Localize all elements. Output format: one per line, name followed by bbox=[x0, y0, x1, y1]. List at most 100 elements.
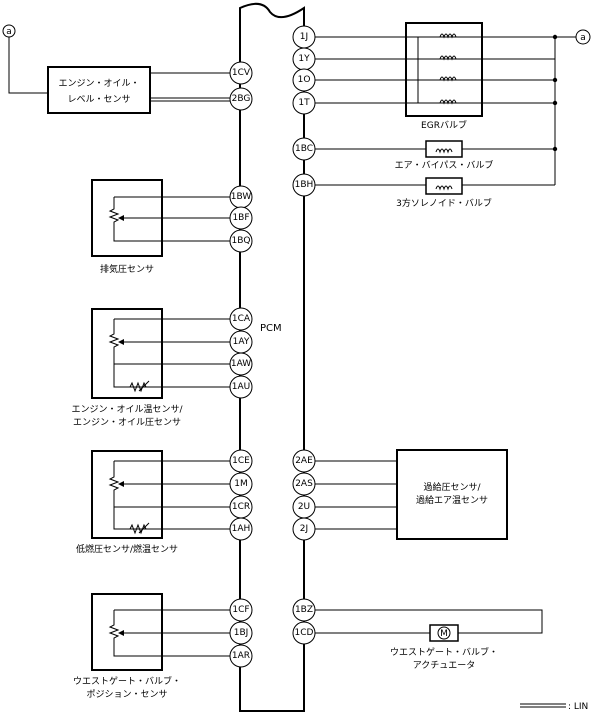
pin-1T: 1T bbox=[292, 91, 316, 115]
air-bypass-valve-box bbox=[425, 140, 463, 158]
egr-coil-1 bbox=[439, 33, 457, 39]
air-bypass-coil bbox=[435, 148, 453, 154]
thermistor-2 bbox=[129, 523, 147, 535]
low-fuel-pressure-sensor: 低燃圧センサ/燃温センサ bbox=[76, 450, 230, 555]
svg-text:1AR: 1AR bbox=[232, 651, 250, 661]
wastegate-position-sensor-label-1: ウエストゲート・バルブ・ bbox=[73, 675, 181, 687]
ref-mark-a-left-text: a bbox=[6, 27, 12, 37]
svg-text:1BH: 1BH bbox=[295, 180, 314, 190]
pin-1AY: 1AY bbox=[229, 330, 253, 354]
pin-1BW: 1BW bbox=[229, 185, 253, 209]
potentiometer-1 bbox=[108, 197, 230, 242]
oil-level-sensor-box bbox=[47, 66, 151, 114]
pin-2U: 2U bbox=[292, 495, 316, 519]
pin-1M: 1M bbox=[229, 472, 253, 496]
thermistor-arrow-2 bbox=[138, 522, 150, 534]
svg-text:1AW: 1AW bbox=[231, 359, 251, 369]
pin-2AE: 2AE bbox=[292, 449, 316, 473]
oil-temp-pressure-sensor-box bbox=[91, 308, 163, 399]
pin-2AS: 2AS bbox=[292, 472, 316, 496]
pin-2J: 2J bbox=[292, 517, 316, 541]
svg-text:1BZ: 1BZ bbox=[295, 605, 313, 615]
pin-1CA: 1CA bbox=[229, 307, 253, 331]
pin-1AU: 1AU bbox=[229, 375, 253, 399]
wire-1BZ bbox=[314, 609, 543, 634]
motor-icon-text: M bbox=[440, 629, 448, 639]
power-bus: a bbox=[552, 29, 591, 185]
thermistor-arrow-1 bbox=[138, 380, 150, 392]
pin-1AW: 1AW bbox=[229, 352, 253, 376]
pin-1BQ: 1BQ bbox=[229, 229, 253, 253]
wire-1AU bbox=[113, 364, 230, 388]
svg-text:1O: 1O bbox=[298, 75, 311, 85]
svg-text:1J: 1J bbox=[300, 32, 308, 42]
egr-coil-3 bbox=[439, 76, 457, 82]
wastegate-actuator-label-1: ウエストゲート・バルブ・ bbox=[390, 646, 498, 658]
legend-lin-text: : LIN bbox=[568, 702, 588, 712]
three-way-solenoid-coil bbox=[435, 185, 453, 191]
wiper-arrow-1 bbox=[118, 215, 124, 221]
left-pins: 1CV 2BG 1BW 1BF 1BQ 1CA 1AY 1AW 1AU 1CE … bbox=[229, 61, 253, 668]
wastegate-position-sensor-box bbox=[91, 593, 163, 671]
svg-text:2J: 2J bbox=[300, 524, 308, 534]
svg-text:1AY: 1AY bbox=[233, 337, 250, 347]
pin-1BJ: 1BJ bbox=[229, 621, 253, 645]
potentiometer-2 bbox=[108, 319, 230, 365]
ref-mark-a-right bbox=[575, 29, 591, 45]
pin-1Y: 1Y bbox=[292, 47, 316, 71]
boost-sensor: 過給圧センサ/ 過給エア温センサ bbox=[314, 449, 508, 540]
oil-level-sensor-label-1: エンジン・オイル・ bbox=[58, 78, 139, 89]
svg-text:1AU: 1AU bbox=[232, 382, 250, 392]
pin-1AR: 1AR bbox=[229, 644, 253, 668]
wiper-arrow-4 bbox=[118, 630, 124, 636]
oil-temp-pressure-sensor-label-2: エンジン・オイル圧センサ bbox=[73, 417, 181, 428]
pin-2BG: 2BG bbox=[229, 87, 253, 111]
wastegate-position-sensor: ウエストゲート・バルブ・ ポジション・センサ bbox=[73, 593, 230, 700]
three-way-solenoid: 3方ソレノイド・バルブ bbox=[314, 177, 555, 209]
air-bypass-valve-label: エア・バイパス・バルブ bbox=[395, 159, 494, 171]
svg-text:1T: 1T bbox=[298, 98, 310, 108]
low-fuel-pressure-sensor-box bbox=[91, 450, 163, 539]
boost-sensor-label-2: 過給エア温センサ bbox=[416, 494, 488, 506]
egr-valve: EGRバルブ bbox=[314, 22, 555, 131]
pin-1CF: 1CF bbox=[229, 598, 253, 622]
svg-text:1BQ: 1BQ bbox=[232, 236, 251, 246]
svg-text:1CF: 1CF bbox=[232, 605, 249, 615]
svg-text:1BF: 1BF bbox=[232, 213, 249, 223]
pin-1CE: 1CE bbox=[229, 449, 253, 473]
thermistor-1 bbox=[129, 381, 147, 393]
svg-text:1Y: 1Y bbox=[298, 54, 310, 64]
svg-text:1BC: 1BC bbox=[295, 144, 313, 154]
right-pins: 1J 1Y 1O 1T 1BC 1BH 2AE 2AS 2U 2J 1BZ 1C… bbox=[292, 25, 316, 645]
wastegate-position-sensor-label-2: ポジション・センサ bbox=[86, 689, 167, 700]
wire-1AH bbox=[113, 507, 230, 530]
egr-coil-4 bbox=[439, 99, 457, 105]
pcm-body-outline bbox=[239, 2, 305, 712]
egr-coil-2 bbox=[439, 55, 457, 61]
junction-2 bbox=[552, 77, 558, 83]
oil-temp-pressure-sensor-label-1: エンジン・オイル温センサ/ bbox=[71, 404, 183, 415]
legend-lin: : LIN bbox=[520, 702, 588, 712]
svg-text:1CD: 1CD bbox=[295, 628, 314, 638]
pin-1AH: 1AH bbox=[229, 517, 253, 541]
svg-text:2AE: 2AE bbox=[295, 456, 313, 466]
pin-1CD: 1CD bbox=[292, 621, 316, 645]
oil-temp-pressure-sensor: エンジン・オイル温センサ/ エンジン・オイル圧センサ bbox=[71, 308, 230, 428]
svg-text:1BJ: 1BJ bbox=[234, 628, 249, 638]
three-way-solenoid-box bbox=[425, 177, 463, 195]
pin-1BH: 1BH bbox=[292, 173, 316, 197]
motor-icon bbox=[437, 626, 451, 640]
wastegate-actuator-box bbox=[429, 624, 459, 642]
pin-1BC: 1BC bbox=[292, 137, 316, 161]
pin-1CR: 1CR bbox=[229, 495, 253, 519]
junction-3 bbox=[552, 100, 558, 106]
svg-text:1BW: 1BW bbox=[231, 192, 252, 202]
wiper-arrow-3 bbox=[118, 481, 124, 487]
svg-text:1CE: 1CE bbox=[232, 456, 250, 466]
svg-text:2AS: 2AS bbox=[295, 479, 313, 489]
wastegate-actuator: M ウエストゲート・バルブ・ アクチュエータ bbox=[314, 609, 543, 671]
svg-text:1CA: 1CA bbox=[232, 314, 251, 324]
oil-level-sensor: a エンジン・オイル・ レベル・センサ bbox=[2, 24, 230, 114]
potentiometer-4 bbox=[108, 610, 230, 657]
